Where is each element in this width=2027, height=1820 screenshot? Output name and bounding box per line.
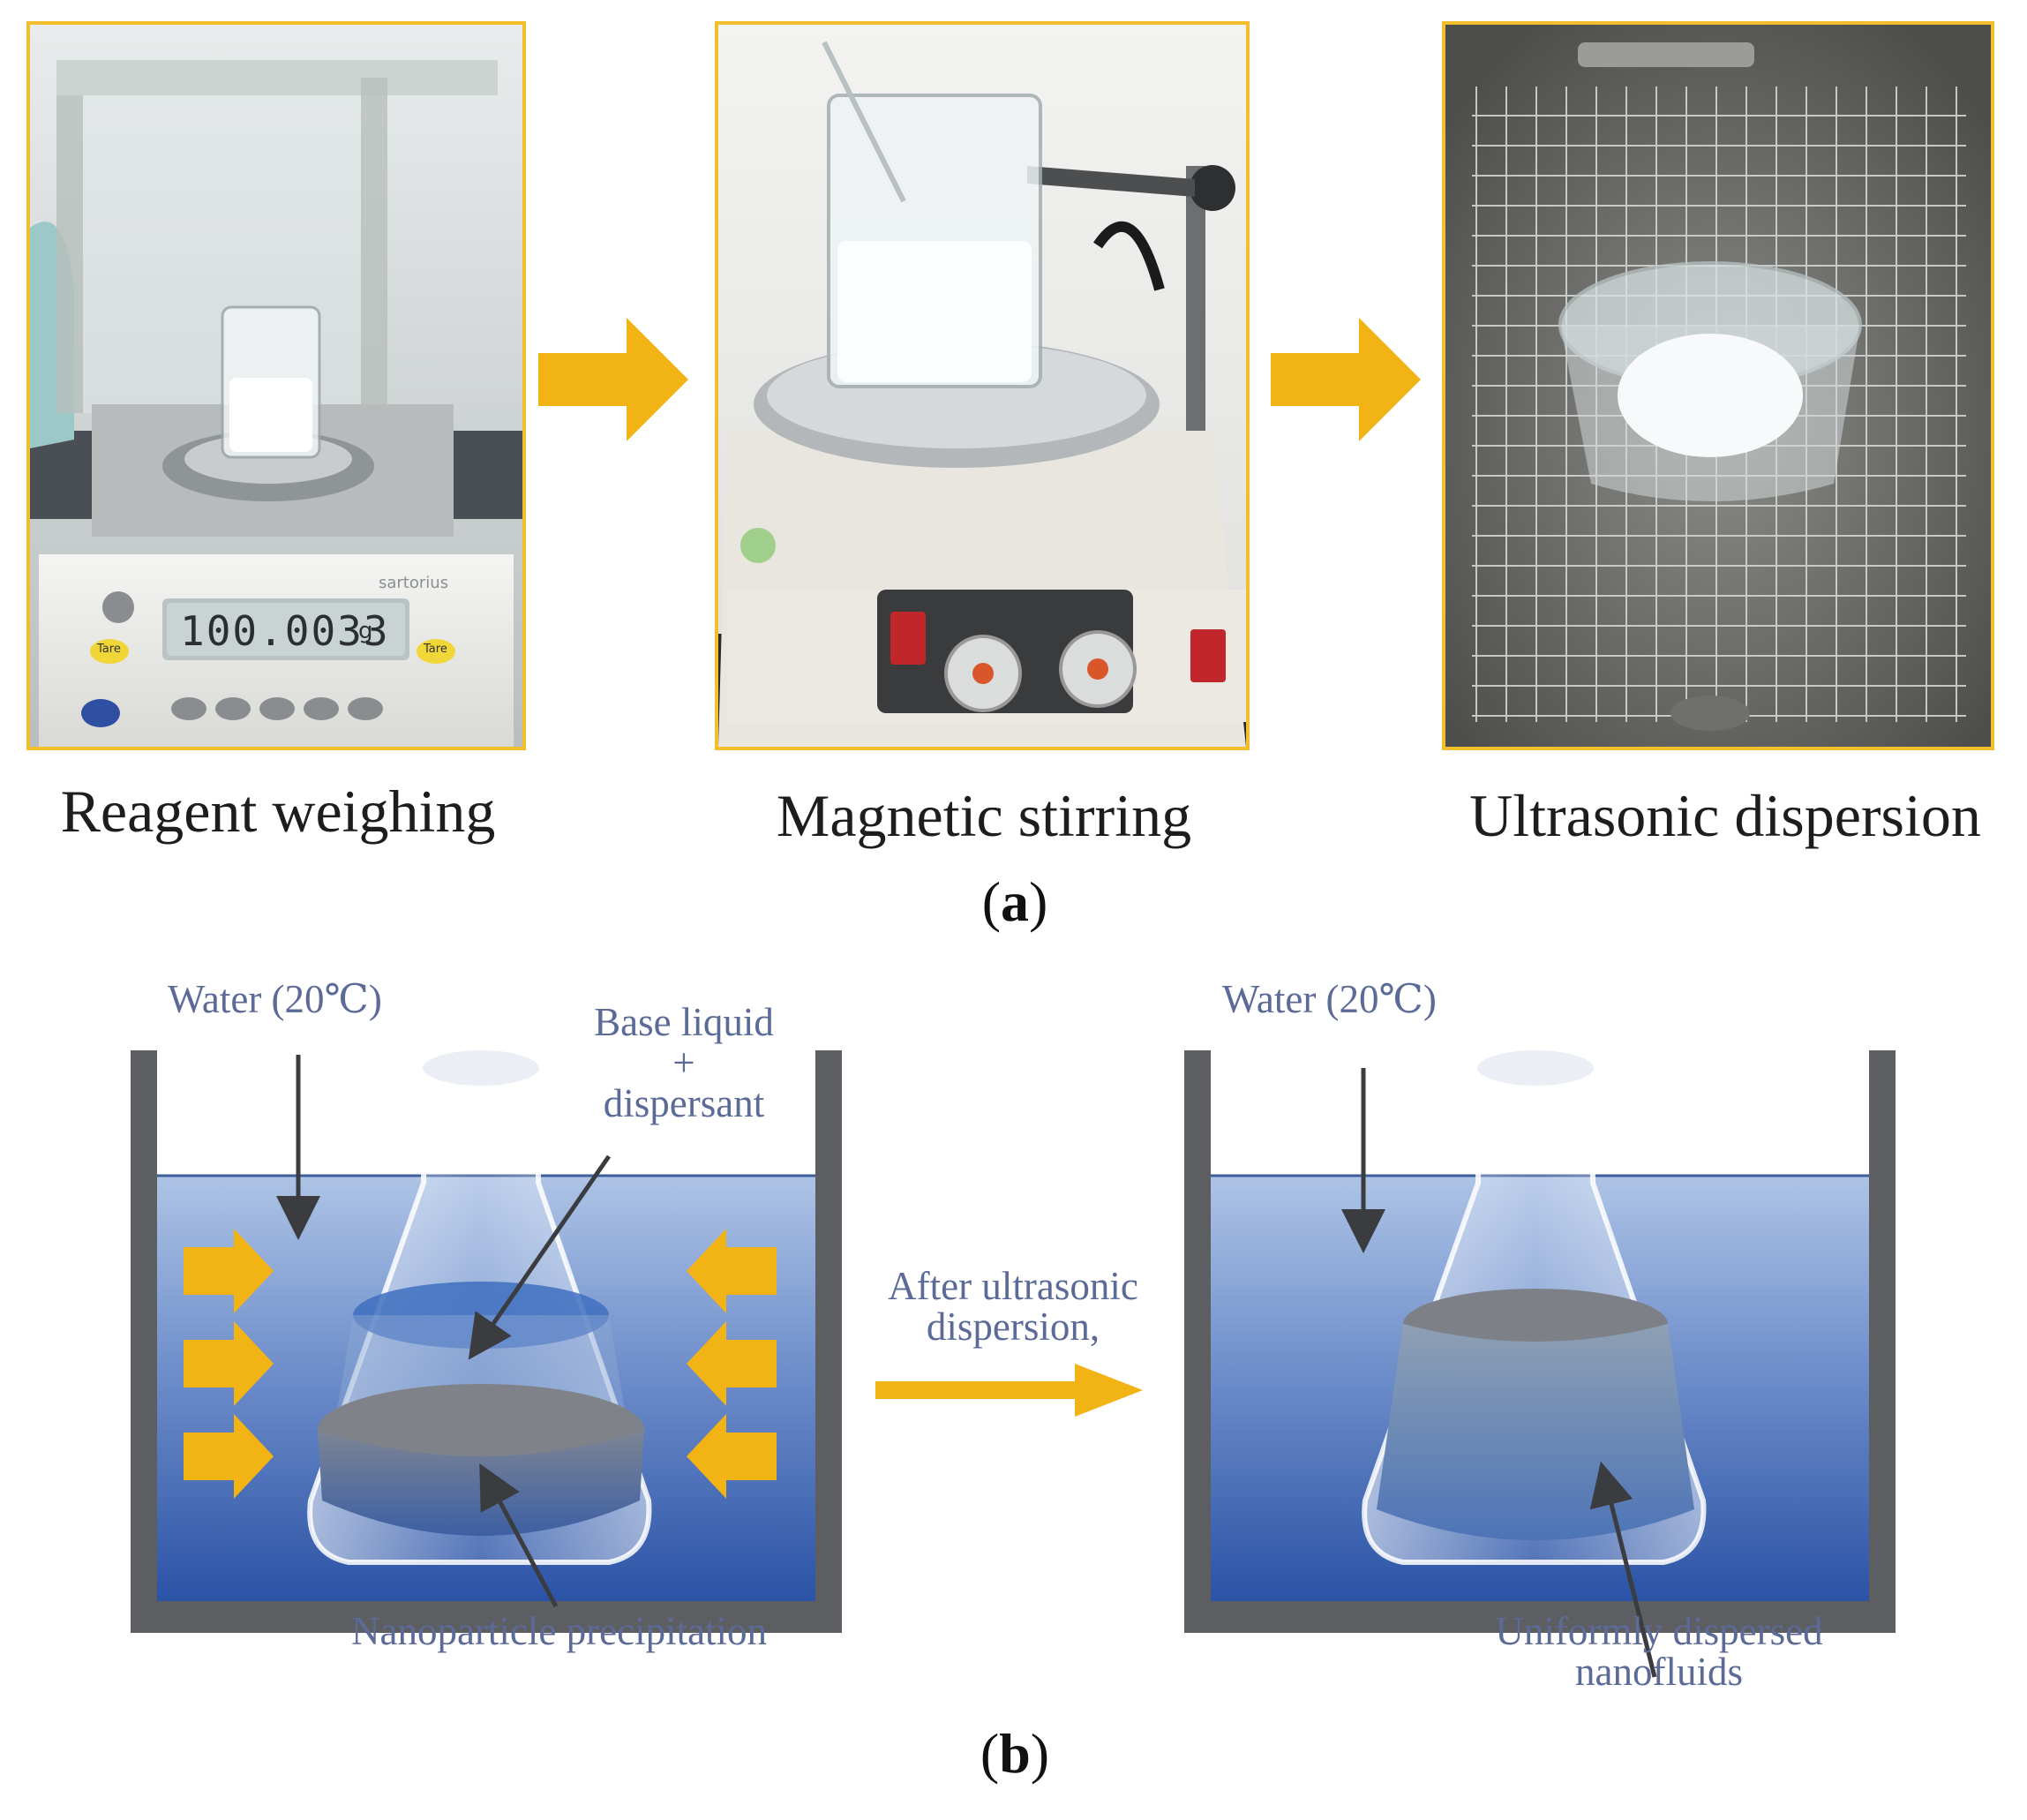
balance-tare-left: Tare [97, 643, 121, 656]
dispersion-diagram [131, 1047, 1896, 1678]
label-reagent-weighing: Reagent weighing [60, 778, 496, 845]
dispersant-text: dispersant [603, 1080, 765, 1125]
photo-magnetic-stirring [715, 21, 1250, 750]
base-liquid-text: Base liquid [594, 1000, 774, 1044]
label-ultrasonic-dispersion: Ultrasonic dispersion [1469, 782, 1981, 849]
left-tank [131, 1047, 842, 1633]
ultrasonic-bath-illustration [1445, 25, 1991, 747]
balance-display-unit: g [358, 618, 373, 644]
photo-reagent-weighing: 100.0033 g sartorius Tare Tare [26, 21, 526, 750]
label-magnetic-stirring: Magnetic stirring [776, 782, 1192, 849]
balance-brand: sartorius [379, 574, 449, 592]
stirrer-illustration [718, 25, 1246, 747]
process-label: After ultrasonic dispersion, [854, 1264, 1172, 1349]
plus-sign: + [672, 1040, 695, 1085]
result-label-line2: nanofluids [1575, 1649, 1743, 1694]
balance-illustration [30, 25, 522, 747]
right-water-label: Water (20℃) [1222, 977, 1437, 1021]
arrow-right-icon [538, 318, 688, 441]
photo-ultrasonic-dispersion [1442, 21, 1994, 750]
caption-b: (b) [980, 1722, 1050, 1785]
process-label-line2: dispersion, [926, 1304, 1100, 1349]
precipitation-label: Nanoparticle precipitation [351, 1609, 768, 1653]
process-arrow [875, 1364, 1143, 1417]
process-label-line1: After ultrasonic [888, 1264, 1138, 1308]
arrow-right-icon [1271, 318, 1421, 441]
balance-display-value: 100.0033 [180, 607, 390, 655]
caption-a: (a) [981, 870, 1048, 933]
left-water-label: Water (20℃) [168, 977, 382, 1021]
base-liquid-label: Base liquid + dispersant [556, 1000, 812, 1125]
result-label-line1: Uniformly dispersed [1495, 1609, 1823, 1653]
result-label: Uniformly dispersed nanofluids [1447, 1609, 1871, 1694]
balance-tare-right: Tare [424, 643, 447, 656]
right-tank [1184, 1047, 1896, 1678]
